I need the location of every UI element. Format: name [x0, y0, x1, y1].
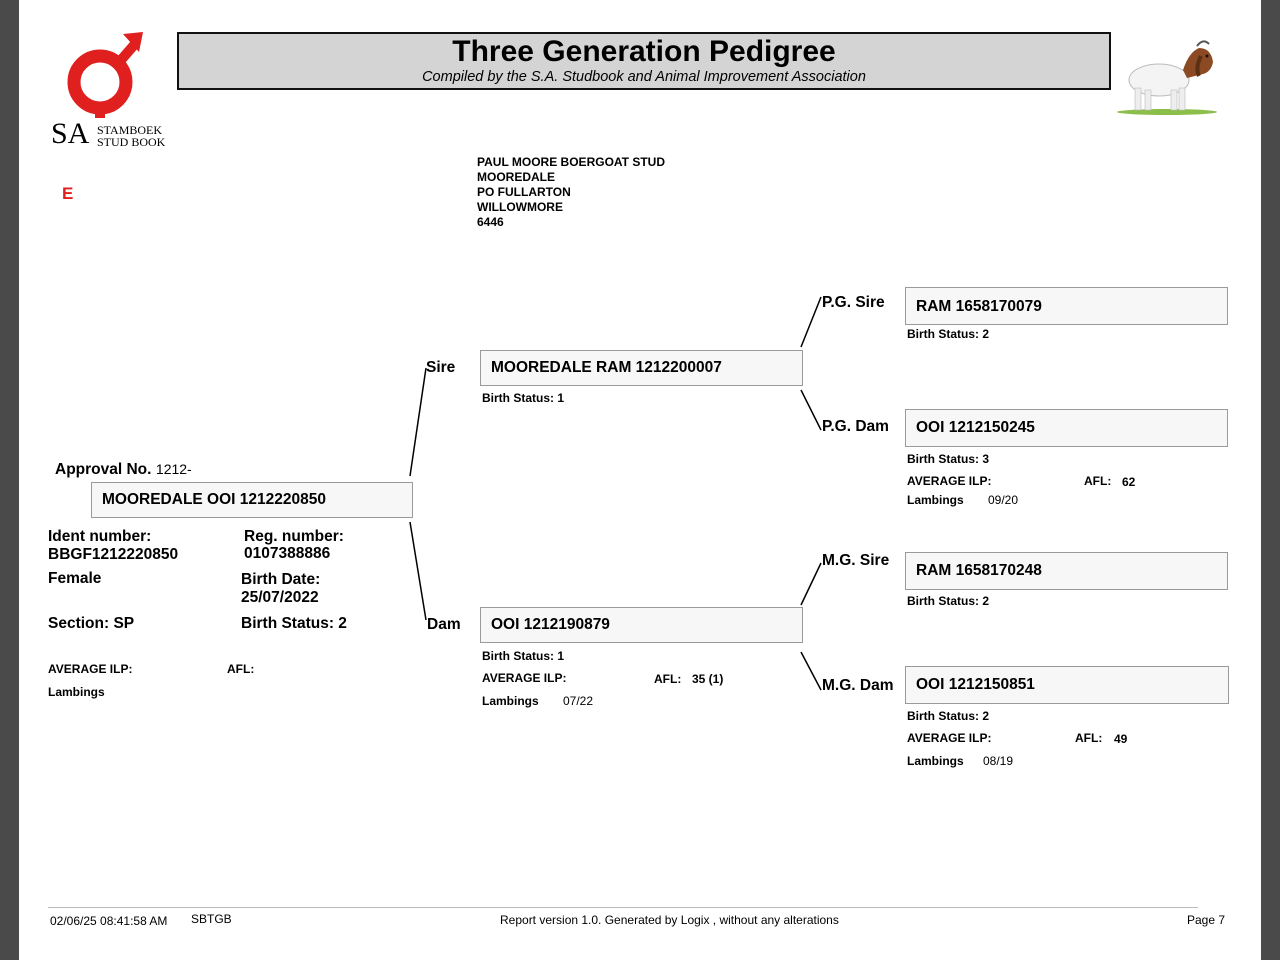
pg-dam-ilp-label: AVERAGE ILP:	[907, 474, 992, 488]
pg-dam-lambings-label: Lambings	[907, 493, 964, 507]
breeder-line: PAUL MOORE BOERGOAT STUD	[477, 155, 666, 169]
page-title: Three Generation Pedigree	[452, 35, 836, 68]
sex: Female	[48, 570, 102, 587]
breeder-line: 6446	[477, 215, 504, 229]
reg-value: 0107388886	[244, 545, 331, 562]
pg-sire-name-box: RAM 1658170079	[905, 287, 1228, 325]
breeder-line: WILLOWMORE	[477, 200, 563, 214]
mg-dam-birth-status: Birth Status: 2	[907, 709, 990, 723]
animal-afl-label: AFL:	[227, 662, 255, 676]
pg-dam-name-box: OOI 1212150245	[905, 409, 1228, 447]
pg-dam-birth-status: Birth Status: 3	[907, 452, 990, 466]
title-box: Three Generation Pedigree Compiled by th…	[177, 32, 1111, 90]
pg-dam-afl-label: AFL:	[1084, 474, 1112, 488]
boer-goat-illustration	[1117, 40, 1217, 115]
ident-label: Ident number:	[48, 528, 152, 545]
section: Section: SP	[48, 615, 135, 632]
mg-dam-ilp-label: AVERAGE ILP:	[907, 731, 992, 745]
dam-lambings-label: Lambings	[482, 694, 539, 708]
logo-line2: STUD BOOK	[97, 135, 166, 149]
dam-afl-value: 35 (1)	[692, 672, 724, 686]
animal-name-box: MOOREDALE OOI 1212220850	[91, 482, 413, 518]
sire-birth-status: Birth Status: 1	[482, 391, 565, 405]
sire-label: Sire	[426, 359, 456, 376]
dam-label: Dam	[427, 616, 461, 633]
footer-divider	[48, 907, 1198, 908]
ident-value: BBGF1212220850	[48, 546, 179, 563]
mg-dam-label: M.G. Dam	[822, 677, 894, 694]
mg-dam-lambings-value: 08/19	[983, 754, 1014, 768]
animal-lambings-label: Lambings	[48, 685, 105, 699]
reg-label: Reg. number:	[244, 528, 344, 545]
mg-dam-lambings-label: Lambings	[907, 754, 964, 768]
pedigree-connectors	[409, 296, 822, 691]
animal-birth-status: Birth Status: 2	[241, 615, 347, 632]
breeder-line: MOOREDALE	[477, 170, 555, 184]
dam-birth-status: Birth Status: 1	[482, 649, 565, 663]
pg-dam-afl-value: 62	[1122, 475, 1136, 489]
pg-dam-label: P.G. Dam	[822, 418, 889, 435]
footer-page-number: Page 7	[1187, 913, 1226, 927]
approval-label: Approval No.	[55, 461, 152, 478]
birth-date-label: Birth Date:	[241, 571, 321, 588]
breeder-address: PAUL MOORE BOERGOAT STUD MOOREDALE PO FU…	[477, 155, 665, 230]
mg-dam-afl-value: 49	[1114, 732, 1128, 746]
mg-sire-birth-status: Birth Status: 2	[907, 594, 990, 608]
mg-sire-label: M.G. Sire	[822, 552, 890, 569]
approval-number: Approval No. 1212-	[55, 461, 192, 479]
dam-afl-label: AFL:	[654, 672, 682, 686]
grade-letter: E	[62, 184, 74, 203]
page-subtitle: Compiled by the S.A. Studbook and Animal…	[422, 69, 866, 85]
pedigree-page: SA STAMBOEK STUD BOOK Three Generation P…	[19, 0, 1261, 960]
pg-sire-birth-status: Birth Status: 2	[907, 327, 990, 341]
birth-date-value: 25/07/2022	[241, 589, 319, 606]
dam-lambings-value: 07/22	[563, 694, 594, 708]
dam-name-box: OOI 1212190879	[480, 607, 803, 643]
breeder-line: PO FULLARTON	[477, 185, 571, 199]
footer-timestamp: 02/06/25 08:41:58 AM	[50, 914, 168, 928]
sire-name-box: MOOREDALE RAM 1212200007	[480, 350, 803, 386]
logo-sa: SA	[51, 117, 90, 150]
dam-ilp-label: AVERAGE ILP:	[482, 671, 567, 685]
mg-dam-afl-label: AFL:	[1075, 731, 1103, 745]
animal-ilp-label: AVERAGE ILP:	[48, 662, 133, 676]
pg-sire-label: P.G. Sire	[822, 294, 885, 311]
footer-code: SBTGB	[191, 912, 232, 926]
studbook-logo: SA STAMBOEK STUD BOOK	[47, 30, 177, 152]
gender-symbol-icon	[67, 32, 143, 118]
logo-line1: STAMBOEK	[97, 123, 163, 137]
mg-sire-name-box: RAM 1658170248	[905, 552, 1228, 590]
approval-value: 1212-	[155, 461, 192, 477]
mg-dam-name-box: OOI 1212150851	[905, 666, 1229, 704]
pg-dam-lambings-value: 09/20	[988, 493, 1019, 507]
footer-report: Report version 1.0. Generated by Logix ,…	[500, 913, 839, 927]
